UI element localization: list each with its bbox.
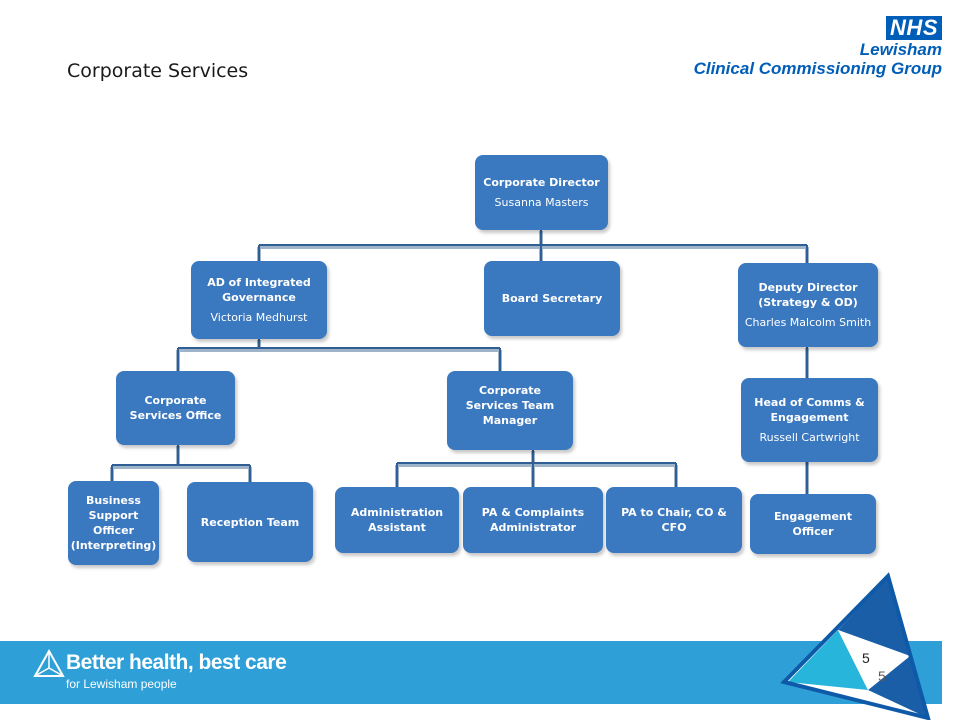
pa-complaints-role: PA & Complaints Administrator	[481, 506, 585, 534]
deputy-director-name: Charles Malcolm Smith	[744, 316, 872, 329]
nhs-badge: NHS	[886, 16, 942, 40]
engagement-officer-role: Engagement Officer	[774, 510, 852, 538]
corporate-services-team-manager-box: Corporate Services Team Manager	[447, 371, 573, 450]
corporate-services-office-box: Corporate Services Office	[116, 371, 235, 445]
connector-lines	[111, 229, 808, 494]
head-of-comms-role: Head of Comms & Engagement	[754, 396, 865, 424]
footer-slogan: Better health, best care	[66, 651, 287, 674]
ad-integrated-governance-name: Victoria Medhurst	[210, 311, 308, 324]
nhs-logo: NHS Lewisham Clinical Commissioning Grou…	[694, 16, 942, 80]
nhs-group-name: Clinical Commissioning Group	[693, 59, 942, 78]
reception-team-box: Reception Team	[187, 482, 313, 562]
footer-band	[0, 641, 942, 704]
administration-assistant-box: Administration Assistant	[335, 487, 459, 553]
pa-to-chair-box: PA to Chair, CO & CFO	[606, 487, 742, 553]
corporate-director-box: Corporate Director Susanna Masters	[475, 155, 608, 230]
corporate-director-name: Susanna Masters	[494, 196, 589, 209]
corporate-director-role: Corporate Director	[483, 176, 600, 189]
pa-complaints-box: PA & Complaints Administrator	[463, 487, 603, 553]
page-number-shadow: 5	[878, 668, 886, 684]
board-secretary-role: Board Secretary	[501, 292, 603, 305]
board-secretary-box: Board Secretary	[484, 261, 620, 336]
business-support-officer-role: Business Support Officer (Interpreting)	[70, 494, 157, 552]
engagement-officer-box: Engagement Officer	[750, 494, 876, 554]
page-number: 5	[862, 650, 870, 666]
head-of-comms-box: Head of Comms & Engagement Russell Cartw…	[741, 378, 878, 462]
nhs-org-name: Lewisham	[859, 40, 942, 59]
page-title: Corporate Services	[67, 60, 249, 82]
business-support-officer-box: Business Support Officer (Interpreting)	[68, 481, 159, 565]
footer-subline: for Lewisham people	[66, 677, 177, 691]
deputy-director-role: Deputy Director (Strategy & OD)	[758, 281, 858, 309]
administration-assistant-role: Administration Assistant	[350, 506, 444, 534]
deputy-director-box: Deputy Director (Strategy & OD) Charles …	[738, 263, 878, 347]
reception-team-role: Reception Team	[200, 515, 300, 529]
ad-integrated-governance-box: AD of Integrated Governance Victoria Med…	[191, 261, 327, 339]
ad-integrated-governance-role: AD of Integrated Governance	[207, 276, 311, 304]
corporate-services-team-manager-role: Corporate Services Team Manager	[465, 384, 555, 427]
head-of-comms-name: Russell Cartwright	[759, 431, 860, 444]
triangle-logo-icon	[33, 648, 65, 677]
corporate-services-office-role: Corporate Services Office	[129, 394, 222, 422]
triangle-decoration-icon	[780, 572, 931, 720]
pa-to-chair-role: PA to Chair, CO & CFO	[621, 506, 727, 534]
